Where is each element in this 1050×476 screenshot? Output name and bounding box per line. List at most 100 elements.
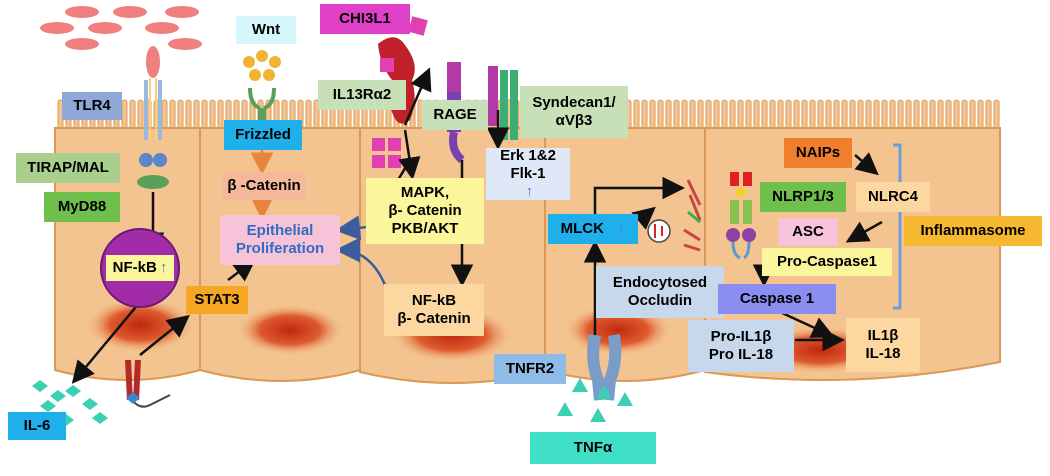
nfkb-catenin-line-2: β- Catenin	[397, 310, 471, 327]
nfkb-text: NF-kB	[112, 259, 157, 276]
microvillus	[777, 99, 784, 131]
microvillus	[745, 99, 752, 131]
label-nlrc4: NLRC4	[856, 182, 930, 212]
microvillus	[217, 99, 224, 131]
syndecan-line-2: αVβ3	[555, 112, 593, 129]
microvillus	[809, 99, 816, 131]
label-myd88: MyD88	[44, 192, 120, 222]
microvillus	[713, 99, 720, 131]
microvillus	[689, 99, 696, 131]
pro-il-line-2: Pro IL-18	[708, 346, 774, 363]
endocytosed-line-1: Endocytosed	[612, 274, 708, 291]
syndecan-line-1: Syndecan1/	[532, 94, 616, 111]
microvillus	[905, 99, 912, 131]
up-arrow-icon: ↑	[525, 183, 534, 200]
erk-line-1: Erk 1&2	[500, 147, 556, 164]
microvillus	[857, 99, 864, 131]
microvillus	[841, 99, 848, 131]
up-arrow-icon: ↑	[159, 259, 168, 276]
microvillus	[657, 99, 664, 131]
microvillus	[817, 99, 824, 131]
tnfr2-receptor	[587, 333, 622, 401]
microvillus	[761, 99, 768, 131]
microvillus	[193, 99, 200, 131]
label-nfkb-catenin: NF-kB β- Catenin	[384, 284, 484, 336]
up-arrow-icon: ↑	[617, 220, 626, 237]
microvillus	[833, 99, 840, 131]
microvillus	[769, 99, 776, 131]
microvillus	[177, 99, 184, 131]
label-il1b-il18: IL1β IL-18	[846, 318, 920, 372]
inflammasome-complex	[726, 172, 756, 260]
microvillus	[937, 99, 944, 131]
microvillus	[921, 99, 928, 131]
microvillus	[961, 99, 968, 131]
tlr4-receptor	[137, 46, 169, 189]
microvillus	[137, 99, 144, 131]
label-nfkb: NF-kB↑	[106, 255, 174, 281]
label-pro-caspase1: Pro-Caspase1	[762, 248, 892, 276]
label-naips: NAIPs	[784, 138, 852, 168]
label-tnfr2: TNFR2	[494, 354, 566, 384]
wnt-frizzled	[243, 50, 281, 124]
nucleus-1	[85, 297, 195, 353]
microvillus	[985, 99, 992, 131]
microvillus	[753, 99, 760, 131]
label-tnfa: TNFα	[530, 432, 656, 464]
label-inflammasome: Inflammasome	[904, 216, 1042, 246]
erk-line-2: Flk-1↑	[510, 165, 545, 201]
microvillus	[913, 99, 920, 131]
microvillus	[169, 99, 176, 131]
microvillus	[185, 99, 192, 131]
mapk-line-2: β- Catenin	[388, 202, 462, 219]
microvillus	[305, 99, 312, 131]
il6-receptor	[125, 359, 171, 408]
pro-il-line-1: Pro-IL1β	[710, 328, 772, 345]
label-il13ra2: IL13Rα2	[318, 80, 406, 110]
microvillus	[889, 99, 896, 131]
erk-flk-text: Flk-1	[510, 165, 546, 182]
label-stat3: STAT3	[186, 286, 248, 314]
tnfa-ligands	[557, 378, 633, 422]
microvillus	[649, 99, 656, 131]
label-erk-flk: Erk 1&2 Flk-1↑	[486, 147, 570, 201]
microvillus	[209, 99, 216, 131]
label-tlr4: TLR4	[62, 92, 122, 120]
microvillus	[881, 99, 888, 131]
microvillus	[201, 99, 208, 131]
il-line-2: IL-18	[865, 345, 901, 362]
microvillus	[825, 99, 832, 131]
microvillus	[705, 99, 712, 131]
microvillus	[993, 99, 1000, 131]
microvillus	[801, 99, 808, 131]
il-line-1: IL1β	[867, 327, 899, 344]
microvillus	[849, 99, 856, 131]
label-mapk: MAPK, β- Catenin PKB/AKT	[366, 178, 484, 244]
microvillus	[721, 99, 728, 131]
microvillus	[673, 99, 680, 131]
microvillus	[785, 99, 792, 131]
label-asc: ASC	[778, 218, 838, 246]
microvillus	[161, 99, 168, 131]
endocytosed-line-2: Occludin	[627, 292, 693, 309]
microvillus	[873, 99, 880, 131]
microvillus	[953, 99, 960, 131]
label-il6: IL-6	[8, 412, 66, 440]
microvillus	[129, 99, 136, 131]
label-endocytosed-occludin: Endocytosed Occludin	[596, 266, 724, 318]
epithelial-line-2: Proliferation	[235, 240, 325, 257]
inflammasome-bracket	[893, 143, 902, 310]
microvillus	[633, 99, 640, 131]
label-nlrp13: NLRP1/3	[760, 182, 846, 212]
label-chi3l1: CHI3L1	[320, 4, 410, 34]
label-beta-catenin: β -Catenin	[222, 172, 306, 200]
microvillus	[977, 99, 984, 131]
label-caspase1: Caspase 1	[718, 284, 836, 314]
mlck-text: MLCK	[560, 220, 604, 237]
mapk-line-1: MAPK,	[400, 184, 450, 201]
microvillus	[737, 99, 744, 131]
mapk-line-3: PKB/AKT	[391, 220, 459, 237]
microvillus	[121, 99, 128, 131]
microvillus	[697, 99, 704, 131]
